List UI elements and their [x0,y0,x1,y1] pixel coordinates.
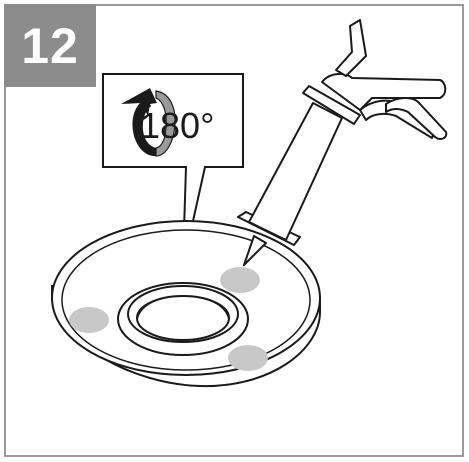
applicator-barrel [248,102,343,241]
step-number-badge: 12 [4,4,96,87]
applicator-barrel-collar [302,85,361,125]
adhesive-dot [220,267,260,293]
gun-handle [385,97,448,140]
step-number: 12 [21,17,79,74]
flange-ring [51,220,321,388]
caulking-gun-icon [237,19,448,266]
rotate-180-arrow-icon [121,88,176,157]
adhesive-dot [228,345,268,371]
boss-hole-depth [136,295,230,321]
rotation-callout [102,73,244,231]
flange-inner-lip [61,229,311,371]
adhesive-dots [69,267,268,371]
rotation-angle-label: 180° [140,105,215,146]
gun-trigger [359,99,437,139]
adhesive-dot [69,307,109,333]
applicator-nozzle [243,235,267,266]
gun-rear-hook [335,19,367,77]
gun-body [321,72,447,111]
callout-box [102,73,244,231]
